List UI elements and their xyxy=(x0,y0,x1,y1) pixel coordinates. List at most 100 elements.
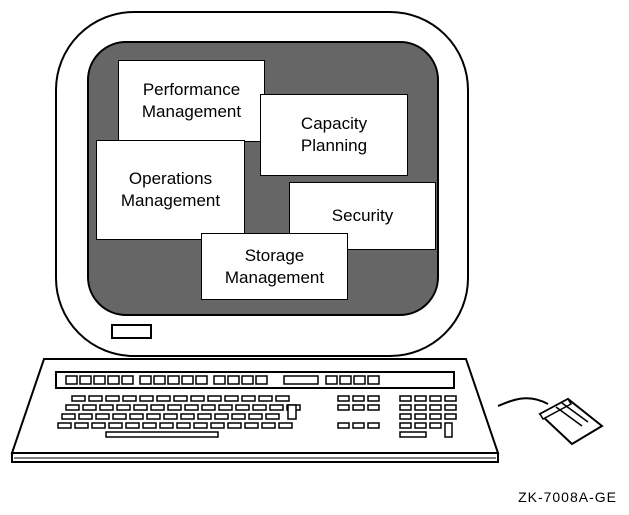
keyboard-key xyxy=(287,404,297,420)
keyboard-key xyxy=(337,404,350,411)
window-capacity-planning: Capacity Planning xyxy=(260,94,408,176)
window-label: Security xyxy=(331,206,394,225)
keyboard-key xyxy=(105,431,219,438)
keyboard-key xyxy=(444,422,453,438)
keyboard-key xyxy=(414,404,427,411)
keyboard-key xyxy=(337,422,350,429)
keyboard-key xyxy=(429,413,442,420)
keyboard-key xyxy=(95,413,110,420)
keyboard-key xyxy=(105,395,120,402)
keyboard-key xyxy=(258,395,273,402)
keyboard-key xyxy=(107,375,120,385)
keyboard-key xyxy=(352,404,365,411)
window-security: Security xyxy=(289,182,436,250)
keyboard-key xyxy=(112,413,127,420)
keyboard-key xyxy=(121,375,134,385)
keyboard-key xyxy=(79,375,92,385)
keyboard-key xyxy=(339,375,352,385)
window-label: Operations Management xyxy=(120,169,221,210)
window-performance-management: Performance Management xyxy=(118,60,265,142)
window-label: Capacity Planning xyxy=(300,114,368,155)
keyboard-key xyxy=(265,413,280,420)
keyboard-key xyxy=(337,395,350,402)
keyboard-key xyxy=(61,413,76,420)
keyboard-key xyxy=(399,413,412,420)
keyboard-key xyxy=(146,413,161,420)
keyboard-key xyxy=(167,404,182,411)
keyboard-key xyxy=(195,375,208,385)
keyboard-key xyxy=(133,404,148,411)
keyboard-key xyxy=(235,404,250,411)
keyboard-key xyxy=(414,422,427,429)
keyboard-key xyxy=(181,375,194,385)
keyboard-key xyxy=(278,422,293,429)
keyboard-key xyxy=(269,404,284,411)
keyboard-key xyxy=(88,395,103,402)
keyboard-key xyxy=(227,422,242,429)
keyboard-key xyxy=(139,395,154,402)
keyboard-key xyxy=(429,404,442,411)
monitor-button xyxy=(111,324,152,339)
keyboard-key xyxy=(218,404,233,411)
window-label: Performance Management xyxy=(141,80,242,121)
keyboard-key xyxy=(139,375,152,385)
keyboard-key xyxy=(74,422,89,429)
keyboard-key xyxy=(367,375,380,385)
keyboard-key xyxy=(150,404,165,411)
keyboard-key xyxy=(122,395,137,402)
keyboard-key xyxy=(248,413,263,420)
keyboard-key xyxy=(325,375,338,385)
keyboard-key xyxy=(129,413,144,420)
keyboard-key xyxy=(252,404,267,411)
keyboard-key xyxy=(159,422,174,429)
keyboard-key xyxy=(224,395,239,402)
keyboard-key xyxy=(241,375,254,385)
keyboard-key xyxy=(352,422,365,429)
keyboard-key xyxy=(163,413,178,420)
keyboard-key xyxy=(167,375,180,385)
keyboard-key xyxy=(180,413,195,420)
keyboard-key xyxy=(444,404,457,411)
keyboard-key xyxy=(197,413,212,420)
keyboard-key xyxy=(91,422,106,429)
keyboard-key xyxy=(213,375,226,385)
keyboard-key xyxy=(367,395,380,402)
keyboard-key xyxy=(399,404,412,411)
keyboard-key xyxy=(184,404,199,411)
keyboard-key xyxy=(142,422,157,429)
keyboard-key xyxy=(367,422,380,429)
keyboard-key xyxy=(261,422,276,429)
figure-id-label: ZK-7008A-GE xyxy=(518,489,617,505)
keyboard-key xyxy=(214,413,229,420)
keyboard-key xyxy=(399,422,412,429)
keyboard-key xyxy=(156,395,171,402)
keyboard-key xyxy=(173,395,188,402)
keyboard-key xyxy=(207,395,222,402)
keyboard-key xyxy=(65,375,78,385)
keyboard-key xyxy=(57,422,72,429)
keyboard-key xyxy=(99,404,114,411)
keyboard-key xyxy=(399,395,412,402)
keyboard-key xyxy=(231,413,246,420)
keyboard-icon xyxy=(10,358,500,463)
keyboard-key xyxy=(414,395,427,402)
keyboard-key xyxy=(414,413,427,420)
keyboard-key xyxy=(367,404,380,411)
keyboard-key xyxy=(444,413,457,420)
keyboard-key xyxy=(353,375,366,385)
keyboard-key xyxy=(153,375,166,385)
keyboard-key xyxy=(210,422,225,429)
keyboard-key xyxy=(71,395,86,402)
keyboard-key xyxy=(255,375,268,385)
keyboard-key xyxy=(399,431,427,438)
keyboard-key xyxy=(193,422,208,429)
keyboard-key xyxy=(65,404,80,411)
keyboard-key xyxy=(190,395,205,402)
keyboard-key xyxy=(227,375,240,385)
keyboard-key xyxy=(444,395,457,402)
keyboard-key xyxy=(201,404,216,411)
keyboard-key xyxy=(125,422,140,429)
keyboard-key xyxy=(108,422,123,429)
keyboard-key xyxy=(176,422,191,429)
